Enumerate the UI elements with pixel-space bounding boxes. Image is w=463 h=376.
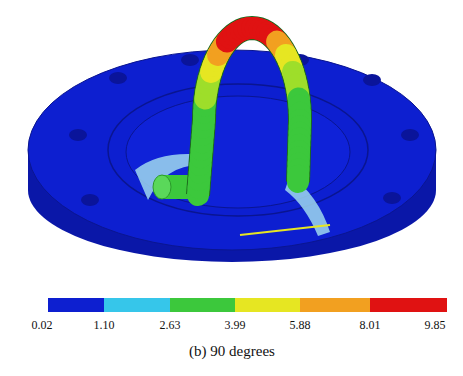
- figure-caption: (b) 90 degrees: [189, 343, 275, 360]
- color-bar-segment: [370, 298, 447, 312]
- scale-value: 9.85: [425, 318, 446, 333]
- disk-top: [28, 50, 436, 250]
- color-bar-segment: [170, 298, 235, 312]
- color-bar-segment: [48, 298, 104, 312]
- bolt-hole: [109, 72, 127, 84]
- bolt-hole: [81, 194, 99, 206]
- inner-ring: [108, 84, 368, 216]
- color-bar-segment: [235, 298, 300, 312]
- bolt-outline: [198, 28, 300, 195]
- pin-end: [153, 175, 171, 199]
- flange-disk: [28, 50, 436, 262]
- scale-value: 5.88: [290, 318, 311, 333]
- scale-value: 8.01: [360, 318, 381, 333]
- bolt-hole: [363, 74, 381, 86]
- scale-value: 1.10: [94, 318, 115, 333]
- u-bolt: [198, 28, 300, 195]
- bolt-hole: [181, 54, 199, 66]
- bolt-hole: [383, 192, 401, 204]
- scale-value: 0.02: [32, 318, 53, 333]
- scale-value: 2.63: [160, 318, 181, 333]
- color-bar-segment: [300, 298, 370, 312]
- inner-recess: [126, 96, 350, 208]
- color-bar-segment: [104, 298, 170, 312]
- bolt-hole: [69, 129, 87, 141]
- contact-edge: [240, 225, 330, 235]
- bolt-hole: [401, 129, 419, 141]
- bolt-segment: [287, 176, 309, 182]
- scale-value: 3.99: [225, 318, 246, 333]
